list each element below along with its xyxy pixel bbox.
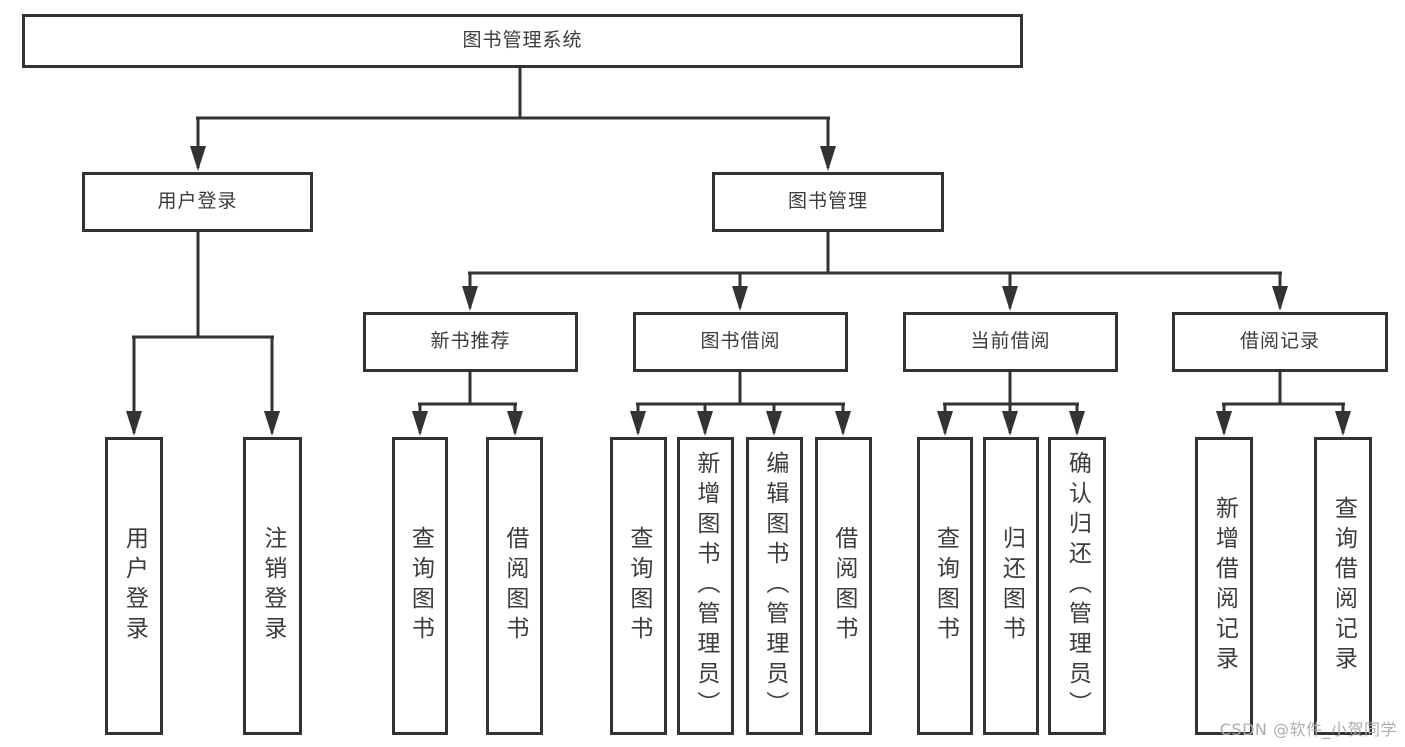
node-login-2: 注销登录 — [243, 437, 302, 735]
node-records: 借阅记录 — [1172, 312, 1388, 372]
arrowhead-down-icon — [264, 411, 280, 436]
arrowhead-down-icon — [1002, 286, 1018, 311]
node-current: 当前借阅 — [903, 312, 1118, 372]
arrowhead-down-icon — [937, 411, 953, 436]
arrowhead-down-icon — [190, 146, 206, 171]
arrowhead-down-icon — [1069, 411, 1085, 436]
arrowhead-down-icon — [697, 411, 713, 436]
arrowhead-down-icon — [1335, 411, 1351, 436]
node-records-1: 新增借阅记录 — [1195, 437, 1253, 735]
node-borrow-3: 编辑图书（管理员） — [746, 437, 803, 735]
watermark: CSDN @软件_小贺同学 — [1219, 720, 1397, 739]
arrowhead-down-icon — [412, 411, 428, 436]
arrowhead-down-icon — [507, 411, 523, 436]
arrowhead-down-icon — [126, 411, 142, 436]
node-current-1: 查询图书 — [917, 437, 973, 735]
arrowhead-down-icon — [1272, 286, 1288, 311]
node-records-2: 查询借阅记录 — [1314, 437, 1372, 735]
node-newbook-2: 借阅图书 — [486, 437, 543, 735]
node-borrow-1: 查询图书 — [610, 437, 667, 735]
arrowhead-down-icon — [732, 286, 748, 311]
node-current-2: 归还图书 — [983, 437, 1039, 735]
arrowhead-down-icon — [630, 411, 646, 436]
arrowhead-down-icon — [1216, 411, 1232, 436]
node-borrow: 图书借阅 — [633, 312, 848, 372]
arrowhead-down-icon — [820, 146, 836, 171]
arrowhead-down-icon — [766, 411, 782, 436]
node-mgmt: 图书管理 — [712, 172, 944, 232]
node-login-1: 用户登录 — [105, 437, 163, 735]
node-newbook-1: 查询图书 — [392, 437, 448, 735]
node-borrow-2: 新增图书（管理员） — [677, 437, 734, 735]
node-root: 图书管理系统 — [22, 14, 1023, 68]
arrowhead-down-icon — [835, 411, 851, 436]
node-login: 用户登录 — [82, 172, 313, 232]
arrowhead-down-icon — [1002, 411, 1018, 436]
node-borrow-4: 借阅图书 — [815, 437, 872, 735]
node-newbook: 新书推荐 — [363, 312, 578, 372]
node-current-3: 确认归还（管理员） — [1048, 437, 1106, 735]
arrowhead-down-icon — [462, 286, 478, 311]
